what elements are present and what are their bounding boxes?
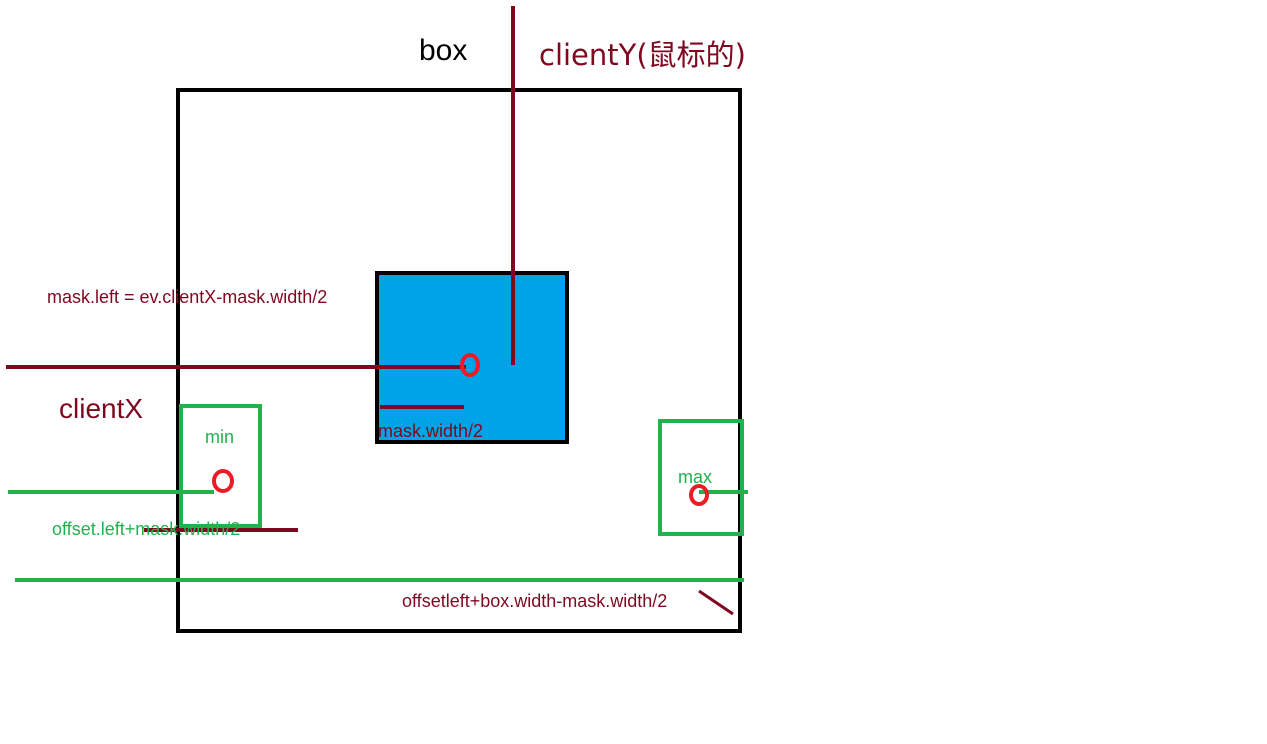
offset-left-formula: offset.left+mask.width/2 (52, 519, 240, 539)
max-bound-formula: offsetleft+box.width-mask.width/2 (402, 591, 667, 611)
min-label: min (205, 427, 234, 447)
client-x-label: clientX (59, 393, 143, 424)
mouse-center-marker (460, 353, 480, 377)
box-label: box (419, 34, 467, 67)
mask-left-formula: mask.left = ev.clientX-mask.width/2 (47, 287, 327, 307)
outer-box (176, 88, 742, 633)
min-center-marker (212, 469, 234, 493)
max-center-marker (689, 484, 709, 506)
strike-mark (698, 589, 734, 616)
mask-square (375, 271, 569, 444)
mask-half-width-label: mask.width/2 (378, 421, 483, 441)
max-label: max (678, 467, 712, 487)
max-mask-rect (658, 419, 744, 536)
min-mask-rect (179, 404, 262, 528)
client-y-label: clientY(鼠标的) (539, 38, 746, 72)
